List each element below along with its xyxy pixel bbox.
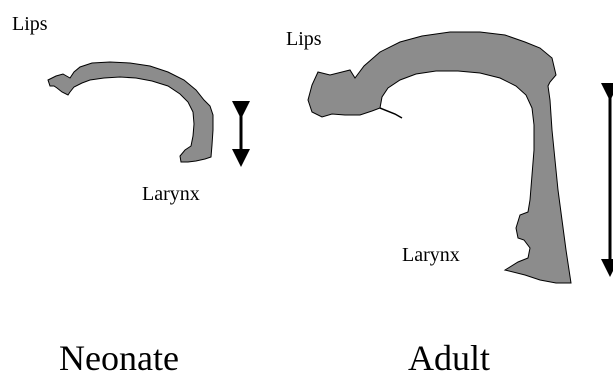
adult-lips-label: Lips: [286, 29, 322, 49]
adult-tongue-tip-line: [380, 108, 402, 118]
neonate-larynx-label: Larynx: [142, 184, 200, 204]
adult-caption: Adult: [408, 340, 490, 376]
neonate-caption: Neonate: [59, 340, 179, 376]
adult-larynx-label: Larynx: [402, 245, 460, 265]
neonate-lips-label: Lips: [12, 14, 48, 34]
neonate-vocal-tract-shape: [48, 62, 213, 162]
